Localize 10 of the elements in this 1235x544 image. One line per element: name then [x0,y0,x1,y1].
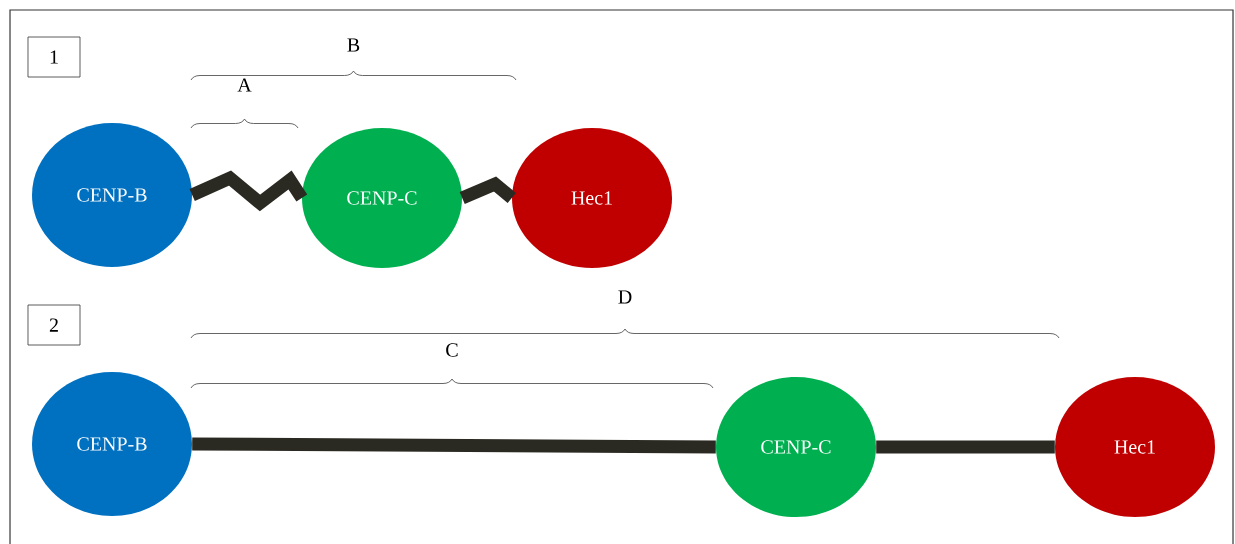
bracket-label: D [618,290,632,304]
panel-number-box: 2 [27,304,81,346]
bracket-label: A [237,78,252,92]
zigzag-linker [189,170,308,212]
straight-linker [876,440,1055,454]
zigzag-linker [459,176,516,204]
panel-number-box: 1 [27,36,81,78]
straight-linker [192,437,716,454]
bracket-label: B [347,38,360,52]
bracket-label: C [446,343,458,357]
